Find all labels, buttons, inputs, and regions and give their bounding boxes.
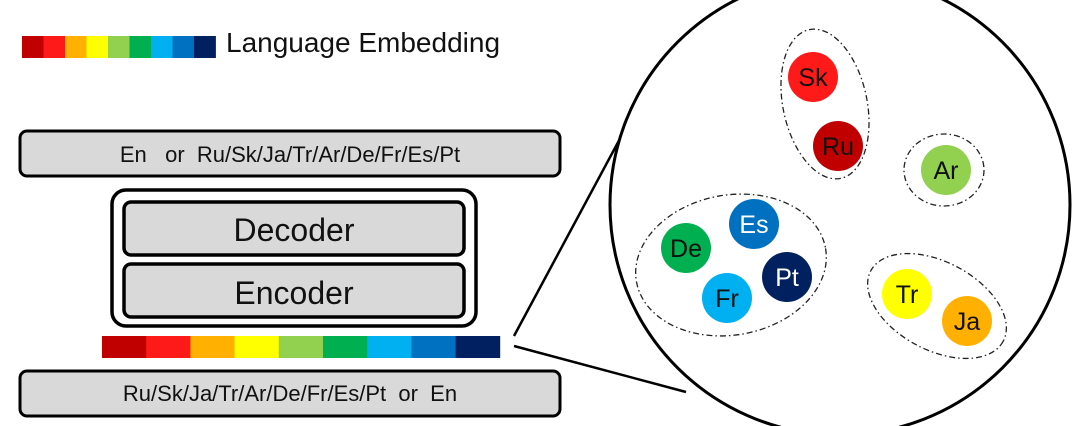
language-code-label: Sk bbox=[798, 64, 828, 92]
language-dot bbox=[702, 273, 752, 323]
embedding-bar-segment bbox=[411, 336, 456, 358]
legend-swatch bbox=[108, 36, 130, 58]
embedding-bar-segment bbox=[278, 336, 324, 358]
cluster-sk-ru bbox=[780, 28, 870, 180]
language-node-es: Es bbox=[729, 199, 779, 249]
legend-swatch bbox=[129, 36, 152, 58]
language-code-label: Ar bbox=[934, 157, 959, 185]
language-dot bbox=[942, 296, 992, 346]
language-dot bbox=[921, 145, 971, 195]
language-code-label: Ru bbox=[822, 133, 854, 161]
legend-color-strip bbox=[22, 36, 216, 58]
decoder-block bbox=[122, 200, 466, 257]
embedding-bar-segment bbox=[102, 336, 147, 358]
legend-label: Language Embedding bbox=[226, 27, 500, 58]
language-dot bbox=[762, 252, 812, 302]
embedding-bar-segment bbox=[367, 336, 412, 358]
encoder-block bbox=[122, 262, 466, 319]
language-node-ar: Ar bbox=[921, 145, 971, 195]
language-node-tr: Tr bbox=[882, 269, 932, 319]
cluster-tr-ja bbox=[866, 252, 1008, 360]
language-code-label: Es bbox=[739, 211, 768, 239]
language-code-label: Fr bbox=[715, 285, 739, 313]
language-code-label: De bbox=[670, 235, 702, 263]
language-node-de: De bbox=[661, 223, 711, 273]
zoom-line-bottom bbox=[513, 344, 687, 394]
language-dot bbox=[661, 223, 711, 273]
language-node-pt: Pt bbox=[762, 252, 812, 302]
embedding-space-circle bbox=[608, 0, 1072, 426]
language-code-label: Pt bbox=[775, 264, 799, 292]
language-dot bbox=[813, 121, 863, 171]
embedding-bar-segment bbox=[190, 336, 235, 358]
legend-swatch bbox=[43, 36, 66, 58]
embedding-bar-segment bbox=[323, 336, 368, 358]
embedding-bar-segment bbox=[146, 336, 191, 358]
language-dot bbox=[882, 269, 932, 319]
input-box bbox=[18, 369, 562, 418]
embedding-bar-segment bbox=[455, 336, 501, 358]
cluster-ar bbox=[903, 133, 985, 207]
legend-swatch bbox=[172, 36, 195, 58]
cluster-de-es-pt-fr bbox=[635, 193, 827, 337]
output-languages-text: En or Ru/Sk/Ja/Tr/Ar/De/Fr/Es/Pt bbox=[120, 142, 460, 167]
legend-swatch bbox=[22, 36, 44, 58]
language-dot bbox=[729, 199, 779, 249]
embedding-bar-segment bbox=[234, 336, 280, 358]
input-languages-text: Ru/Sk/Ja/Tr/Ar/De/Fr/Es/Pt or En bbox=[123, 381, 457, 406]
legend-swatch bbox=[86, 36, 109, 58]
output-box bbox=[18, 129, 562, 178]
language-node-sk: Sk bbox=[788, 52, 838, 102]
language-code-label: Ja bbox=[954, 308, 981, 336]
language-node-ja: Ja bbox=[942, 296, 992, 346]
language-node-fr: Fr bbox=[702, 273, 752, 323]
legend-swatch bbox=[65, 36, 87, 58]
language-embedding-bar bbox=[102, 336, 501, 358]
decoder-label: Decoder bbox=[234, 212, 355, 248]
encoder-label: Encoder bbox=[234, 275, 354, 311]
language-dot bbox=[788, 52, 838, 102]
language-code-label: Tr bbox=[896, 281, 919, 309]
legend-swatch bbox=[194, 36, 216, 58]
legend-swatch bbox=[151, 36, 173, 58]
language-node-ru: Ru bbox=[813, 121, 863, 171]
zoom-line-top bbox=[512, 119, 632, 337]
